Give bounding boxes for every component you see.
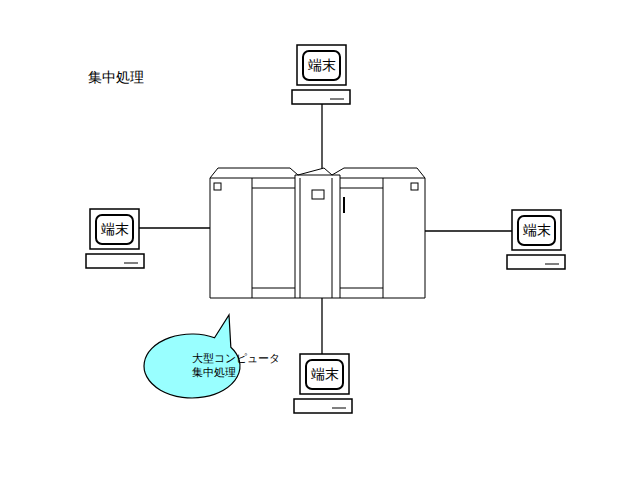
wire: [138, 227, 210, 228]
wire: [321, 298, 322, 354]
keyboard-key: [332, 408, 346, 409]
terminal-screen: 端末: [305, 359, 344, 390]
keyboard: [292, 90, 350, 104]
monitor: [90, 209, 139, 249]
terminal-screen: 端末: [302, 50, 341, 81]
terminal-label: 端末: [523, 223, 551, 237]
keyboard-key: [545, 264, 559, 265]
callout-outline: [144, 315, 240, 398]
keyboard: [507, 255, 565, 269]
keyboard-key: [124, 263, 138, 264]
keyboard: [294, 399, 352, 413]
wire: [425, 230, 512, 231]
keyboard-key: [330, 99, 344, 100]
mainframe: [210, 168, 425, 298]
keyboard: [86, 254, 144, 268]
monitor: [297, 45, 346, 85]
terminal-label: 端末: [308, 58, 336, 72]
terminal-label: 端末: [311, 367, 339, 381]
monitor: [512, 210, 561, 250]
callout-bubble: 大型コンピュータ 集中処理: [144, 334, 240, 398]
terminal-screen: 端末: [95, 214, 134, 245]
callout-text: 大型コンピュータ 集中処理: [192, 352, 193, 380]
monitor: [300, 354, 349, 394]
terminal-label: 端末: [101, 222, 129, 236]
diagram-title: 集中処理: [88, 70, 144, 84]
terminal-screen: 端末: [517, 215, 556, 246]
wire: [321, 104, 322, 178]
